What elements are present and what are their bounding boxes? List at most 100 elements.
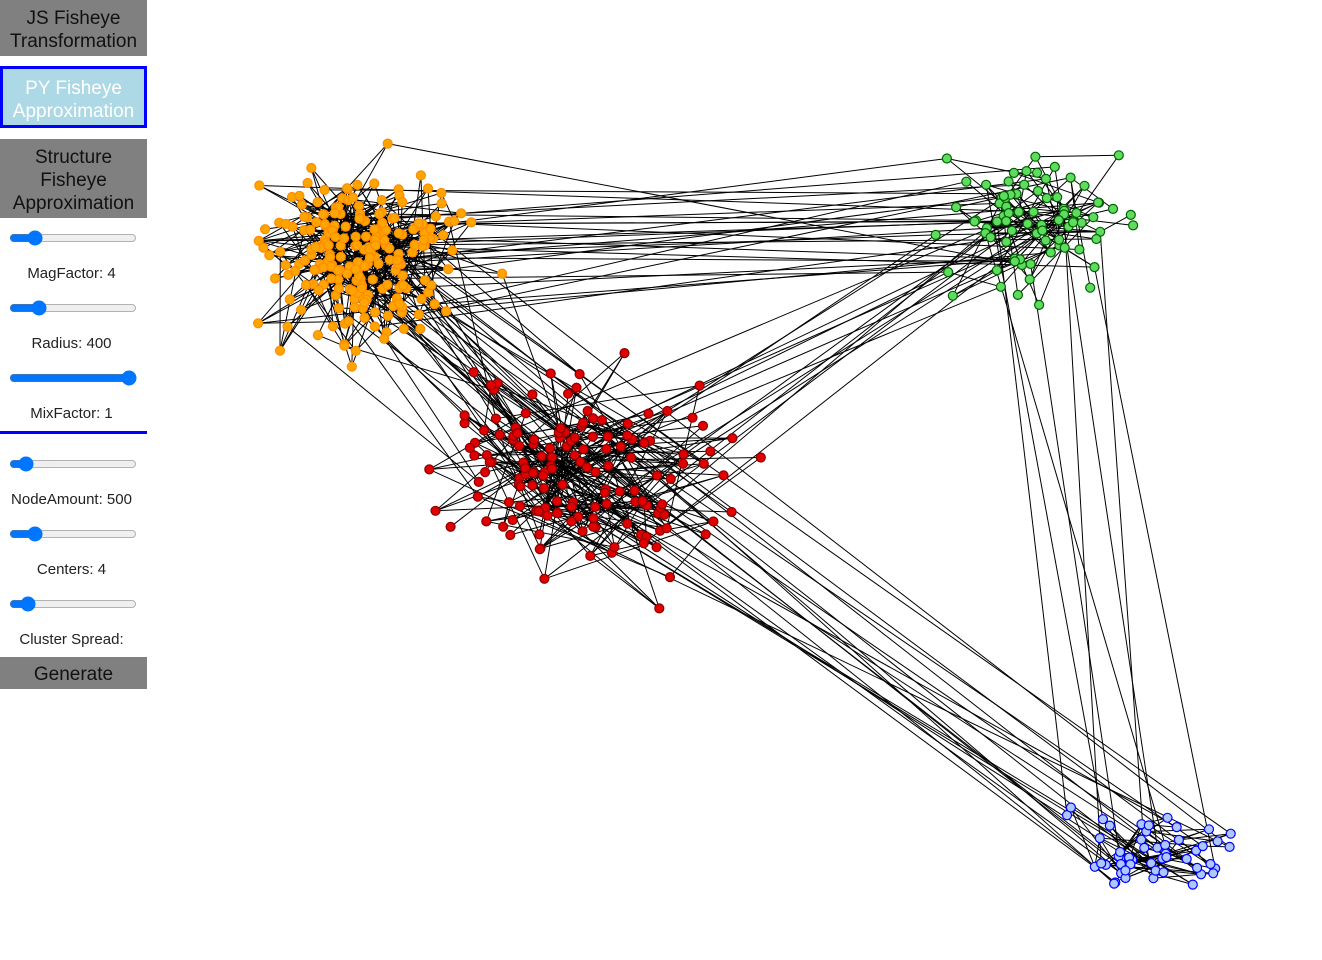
graph-node-orange[interactable] <box>374 209 385 220</box>
graph-node-red[interactable] <box>622 430 633 441</box>
graph-node-red[interactable] <box>697 420 709 431</box>
graph-node-green[interactable] <box>1028 206 1039 217</box>
graph-node-orange[interactable] <box>369 321 380 332</box>
graph-node-blue[interactable] <box>1162 812 1173 823</box>
graph-node-red[interactable] <box>575 456 586 467</box>
graph-node-orange[interactable] <box>319 184 330 195</box>
graph-node-green[interactable] <box>950 202 962 213</box>
graph-node-green[interactable] <box>991 265 1003 276</box>
graph-node-blue[interactable] <box>1114 846 1126 858</box>
graph-node-green[interactable] <box>1049 161 1060 172</box>
graph-node-red[interactable] <box>512 428 523 439</box>
graph-node-orange[interactable] <box>384 243 395 254</box>
graph-node-green[interactable] <box>1076 217 1087 228</box>
graph-node-orange[interactable] <box>438 230 449 241</box>
graph-node-green[interactable] <box>1024 274 1035 285</box>
graph-node-blue[interactable] <box>1208 868 1219 879</box>
graph-node-orange[interactable] <box>290 265 301 276</box>
graph-node-green[interactable] <box>1040 235 1051 246</box>
graph-node-red[interactable] <box>507 514 518 526</box>
graph-node-orange[interactable] <box>413 309 425 320</box>
graph-node-green[interactable] <box>1125 209 1136 220</box>
graph-node-orange[interactable] <box>447 245 458 256</box>
graph-node-orange[interactable] <box>296 199 307 210</box>
graph-node-green[interactable] <box>1001 236 1012 247</box>
graph-node-orange[interactable] <box>379 235 390 246</box>
graph-node-red[interactable] <box>569 432 580 443</box>
graph-node-red[interactable] <box>481 516 492 527</box>
graph-node-red[interactable] <box>555 423 566 434</box>
graph-node-red[interactable] <box>486 380 497 391</box>
graph-node-green[interactable] <box>1053 234 1065 245</box>
graph-node-orange[interactable] <box>370 240 381 251</box>
graph-node-green[interactable] <box>1074 244 1085 255</box>
graph-node-red[interactable] <box>651 470 663 481</box>
graph-node-orange[interactable] <box>351 240 363 251</box>
graph-node-red[interactable] <box>638 538 649 549</box>
graph-node-red[interactable] <box>538 483 550 494</box>
graph-node-orange[interactable] <box>349 302 360 313</box>
graph-node-red[interactable] <box>590 501 601 513</box>
graph-node-red[interactable] <box>599 487 610 498</box>
graph-node-orange[interactable] <box>369 307 381 318</box>
graph-node-blue[interactable] <box>1205 858 1216 870</box>
graph-node-green[interactable] <box>1127 220 1139 231</box>
graph-node-orange[interactable] <box>397 270 408 281</box>
graph-node-red[interactable] <box>545 368 556 379</box>
graph-node-orange[interactable] <box>339 340 350 351</box>
graph-node-red[interactable] <box>536 451 547 462</box>
graph-node-blue[interactable] <box>1197 840 1208 852</box>
graph-node-green[interactable] <box>1085 282 1096 293</box>
graph-node-orange[interactable] <box>367 274 378 285</box>
graph-node-blue[interactable] <box>1225 828 1236 839</box>
graph-node-red[interactable] <box>705 446 716 457</box>
graph-node-red[interactable] <box>629 485 640 496</box>
graph-node-red[interactable] <box>566 516 577 527</box>
graph-node-green[interactable] <box>941 153 953 164</box>
graph-node-red[interactable] <box>538 470 549 481</box>
graph-node-green[interactable] <box>1092 197 1104 208</box>
graph-node-blue[interactable] <box>1158 867 1169 878</box>
graph-node-orange[interactable] <box>300 279 312 291</box>
graph-node-red[interactable] <box>698 458 709 469</box>
graph-node-orange[interactable] <box>313 285 324 296</box>
graph-node-orange[interactable] <box>397 197 408 208</box>
graph-node-orange[interactable] <box>398 280 409 291</box>
graph-node-orange[interactable] <box>377 217 388 228</box>
graph-node-orange[interactable] <box>354 213 365 224</box>
graph-node-orange[interactable] <box>342 268 353 279</box>
graph-node-green[interactable] <box>1053 215 1064 226</box>
graph-node-green[interactable] <box>1045 247 1056 258</box>
graph-node-orange[interactable] <box>335 251 346 262</box>
graph-node-orange[interactable] <box>379 333 390 344</box>
graph-node-orange[interactable] <box>430 211 441 222</box>
graph-node-red[interactable] <box>654 603 665 614</box>
graph-node-blue[interactable] <box>1143 820 1154 831</box>
graph-node-orange[interactable] <box>441 306 452 317</box>
graph-node-red[interactable] <box>588 413 599 424</box>
graph-node-green[interactable] <box>1008 167 1020 178</box>
graph-node-orange[interactable] <box>275 246 286 257</box>
graph-node-red[interactable] <box>694 380 705 391</box>
graph-node-red[interactable] <box>534 544 545 555</box>
graph-node-orange[interactable] <box>306 162 317 174</box>
graph-node-red[interactable] <box>569 450 580 461</box>
graph-node-orange[interactable] <box>350 264 361 275</box>
graph-node-orange[interactable] <box>389 212 400 224</box>
graph-node-red[interactable] <box>622 418 633 429</box>
graph-node-green[interactable] <box>1079 180 1090 191</box>
graph-node-green[interactable] <box>1065 172 1076 183</box>
graph-node-green[interactable] <box>985 232 996 243</box>
graph-node-blue[interactable] <box>1094 832 1105 844</box>
graph-node-red[interactable] <box>643 408 654 419</box>
graph-node-orange[interactable] <box>497 268 508 279</box>
graph-node-blue[interactable] <box>1171 821 1182 833</box>
graph-node-orange[interactable] <box>264 250 275 261</box>
graph-node-blue[interactable] <box>1104 820 1115 831</box>
graph-node-orange[interactable] <box>382 310 394 321</box>
graph-node-red[interactable] <box>571 382 582 393</box>
graph-node-orange[interactable] <box>409 239 420 250</box>
graph-node-orange[interactable] <box>333 283 344 294</box>
graph-node-red[interactable] <box>587 431 598 442</box>
graph-node-orange[interactable] <box>369 224 380 235</box>
